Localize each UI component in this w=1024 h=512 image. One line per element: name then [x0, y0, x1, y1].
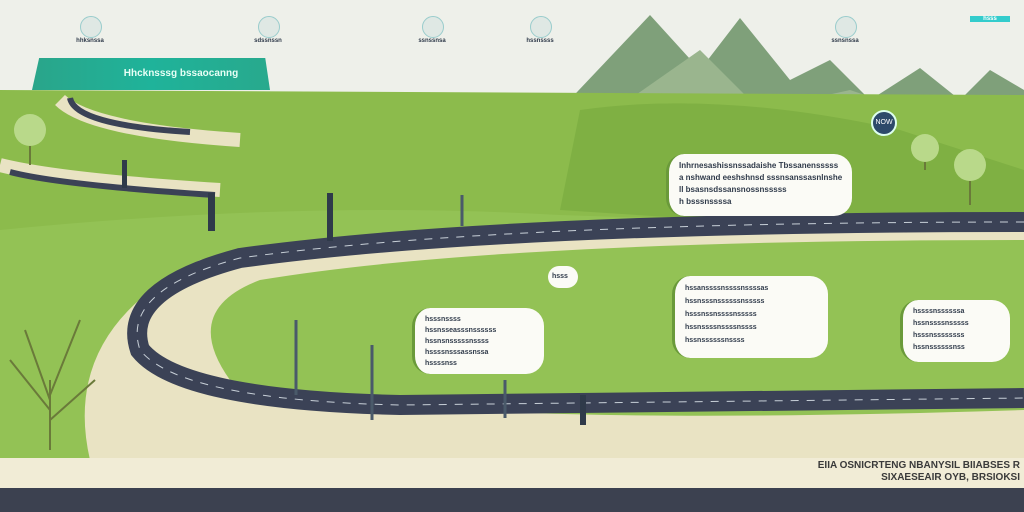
info-bubble-right-top: Inhrnesashissnssadaishe Tbssanensssss a …	[666, 154, 852, 216]
banner-title: Hhcknsssg bssaocanng	[123, 68, 239, 79]
bubble-line: ll bsasnsdssansnossnsssss	[679, 185, 787, 194]
bubble-line: Inhrnesashissnssadaishe Tbssanensssss	[679, 161, 839, 170]
milestone-label: hhksnssa	[76, 38, 104, 44]
milestone-icon	[835, 16, 857, 38]
bubble-line: hssnsseasssnssssss	[425, 327, 497, 334]
bubble-line: hssnsnsssssnssss	[425, 338, 489, 345]
milestone-label: hssnssss	[526, 38, 554, 44]
bubble-line: hssssnss	[425, 360, 457, 367]
upper-road	[67, 97, 191, 135]
bubble-line: hsssnssnssssnsssss	[685, 311, 757, 318]
now-pin: NOW	[871, 110, 897, 136]
caption-line-2: SIXAESEAIR OYB, BRSIOKSI	[881, 472, 1020, 483]
small-bubble: hsss	[548, 266, 578, 288]
milestone-icon	[80, 16, 102, 38]
milestone-icon	[422, 16, 444, 38]
milestone-icon	[530, 16, 552, 38]
people	[122, 160, 586, 425]
caption-strip	[0, 458, 1024, 488]
bubble-line: hssnssssssnssss	[685, 337, 745, 344]
bubble-line: hsssnssss	[425, 316, 461, 323]
bottom-bar	[0, 488, 1024, 512]
bubble-line: hssnssssnsssss	[913, 320, 969, 327]
bubble-line: hssanssssnssssnssssas	[685, 285, 769, 292]
bubble-line: hssssnsssassnssa	[425, 349, 489, 356]
bubble-line: h bsssnssssa	[679, 197, 732, 206]
tree-canopies	[14, 114, 986, 181]
milestone-label: sdssnssn	[254, 38, 282, 44]
milestone-label: ssnssnsa	[418, 38, 446, 44]
milestone-label: hsss	[970, 16, 1010, 22]
main-road	[127, 212, 1024, 416]
info-bubble-far-right: hssssnssssssa hssnssssnsssss hsssnssssss…	[900, 300, 1010, 362]
milestone-label: ssnsnssa	[831, 38, 859, 44]
bubble-line: hssnssssssnss	[913, 344, 965, 351]
caption-line-1: EIIA OSNICRTENG NBANYSIL BIIABSES R	[817, 460, 1020, 471]
info-bubble-center: hsssnssss hssnsseasssnssssss hssnsnsssss…	[412, 308, 544, 374]
bubble-line: hssnssssnssssnssss	[685, 324, 757, 331]
bubble-line: hsssnssssssss	[913, 332, 965, 339]
info-bubble-right-mid: hssanssssnssssnssssas hssnsssnssssssnsss…	[672, 276, 828, 358]
bubble-line: a nshwand eeshshnsd sssnsanssasnlnshe	[679, 173, 842, 182]
bubble-line: hssnsssnssssssnsssss	[685, 298, 765, 305]
milestone-icon	[258, 16, 280, 38]
bubble-line: hssssnssssssa	[913, 308, 965, 315]
signposts	[294, 195, 507, 420]
title-banner: Hhcknsssg bssaocanng	[32, 58, 270, 90]
